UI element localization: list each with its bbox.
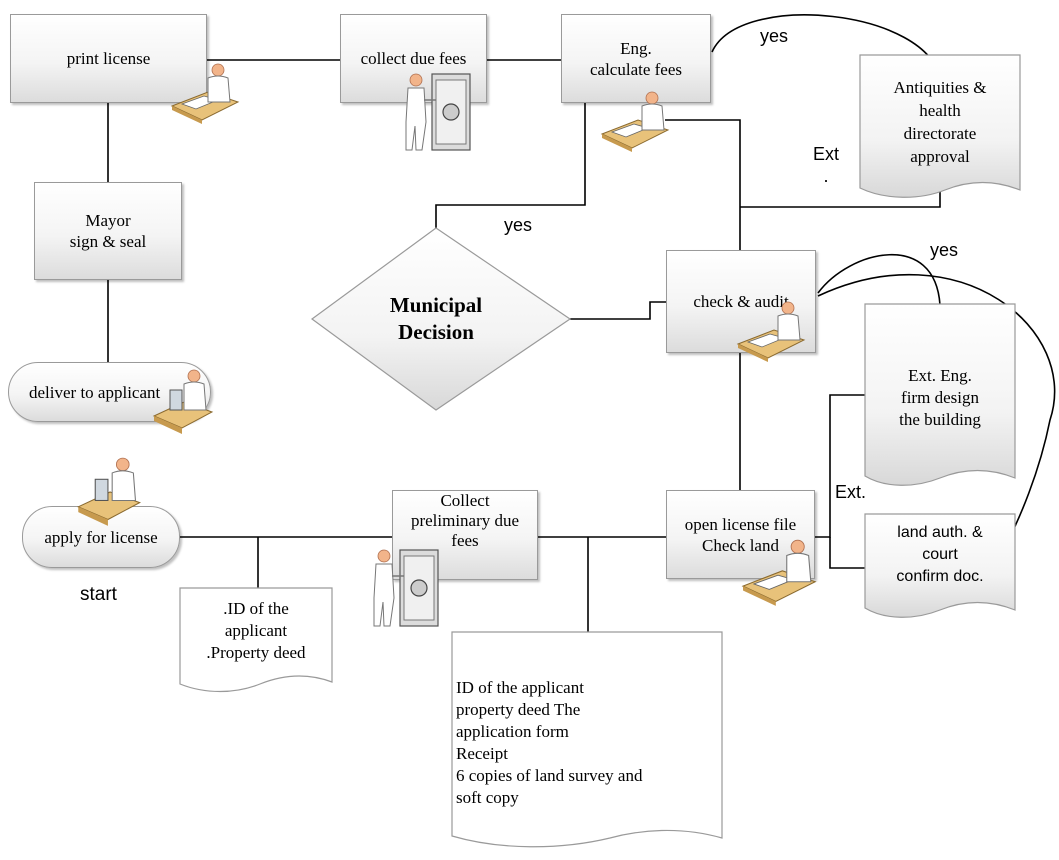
safe-icon xyxy=(405,73,471,151)
node-mayor-sign: Mayor sign & seal xyxy=(34,182,182,280)
person-at-desk-icon xyxy=(76,457,142,526)
doc-land-auth-text: land auth. & court confirm doc. xyxy=(896,524,984,585)
node-collect-preliminary: Collect preliminary due fees xyxy=(392,490,538,580)
label-start: start xyxy=(80,584,117,605)
doc-shape-large xyxy=(451,631,723,848)
node-apply-license: apply for license xyxy=(22,506,180,568)
doc-shape-land-auth xyxy=(864,513,1016,618)
label-yes-mid: yes xyxy=(504,215,533,235)
connector-lines xyxy=(107,14,1056,632)
label-ext-top: Ext . xyxy=(813,144,840,186)
doc-shape-antiquities xyxy=(859,54,1021,198)
label-yes-top: yes xyxy=(760,26,789,46)
safe-icon xyxy=(373,549,439,627)
person-at-desk-icon xyxy=(152,369,214,434)
person-at-desk-icon xyxy=(741,539,817,606)
doc-shape-small xyxy=(179,587,333,693)
doc-shape-ext-eng xyxy=(864,303,1016,486)
doc-large-text: ID of the applicant property deed The ap… xyxy=(456,655,718,809)
doc-ext-eng-text: Ext. Eng. firm design the building xyxy=(899,366,981,429)
doc-small-text: .ID of the applicant .Property deed xyxy=(206,599,306,662)
label-ext-mid: Ext. xyxy=(835,482,867,502)
decision-diamond xyxy=(310,227,572,411)
doc-large-label: ID of the applicant property deed The ap… xyxy=(456,678,643,807)
person-at-desk-icon xyxy=(170,63,240,124)
label-yes-right: yes xyxy=(930,240,959,260)
person-at-desk-icon xyxy=(600,91,670,152)
node-eng-calculate-fees: Eng. calculate fees xyxy=(561,14,711,103)
node-deliver-label: deliver to applicant xyxy=(29,382,161,402)
node-print-license: print license xyxy=(10,14,207,103)
person-at-desk-icon xyxy=(736,301,806,362)
decision-label: Municipal Decision xyxy=(389,293,483,344)
doc-antiquities-text: Antiquities & health directorate approva… xyxy=(893,78,987,166)
